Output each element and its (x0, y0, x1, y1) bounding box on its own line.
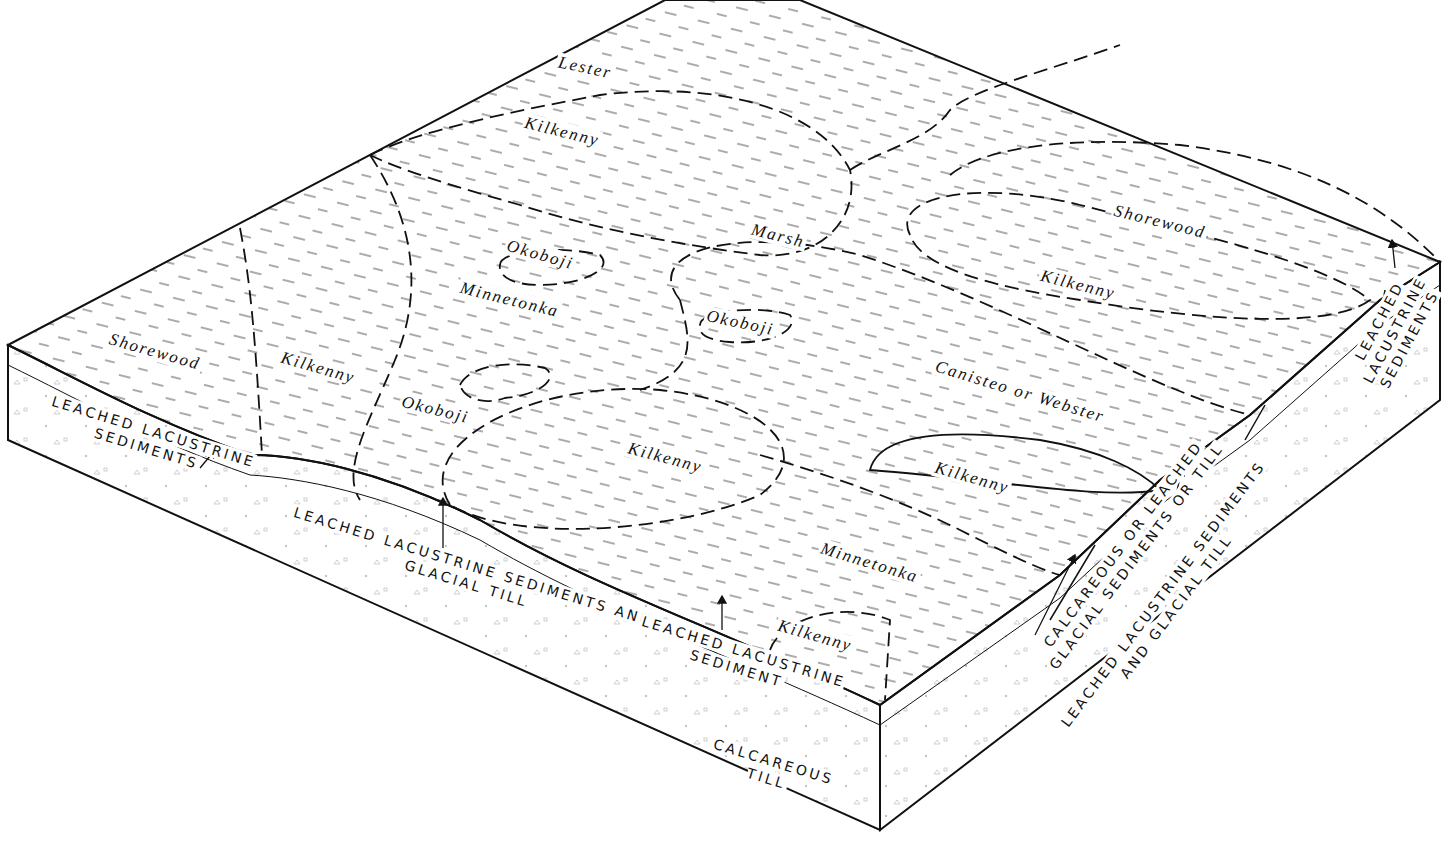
block-diagram: LesterKilkennyShorewoodOkobojiMarshKilke… (0, 0, 1447, 842)
soil-block-illustration (0, 0, 1447, 842)
